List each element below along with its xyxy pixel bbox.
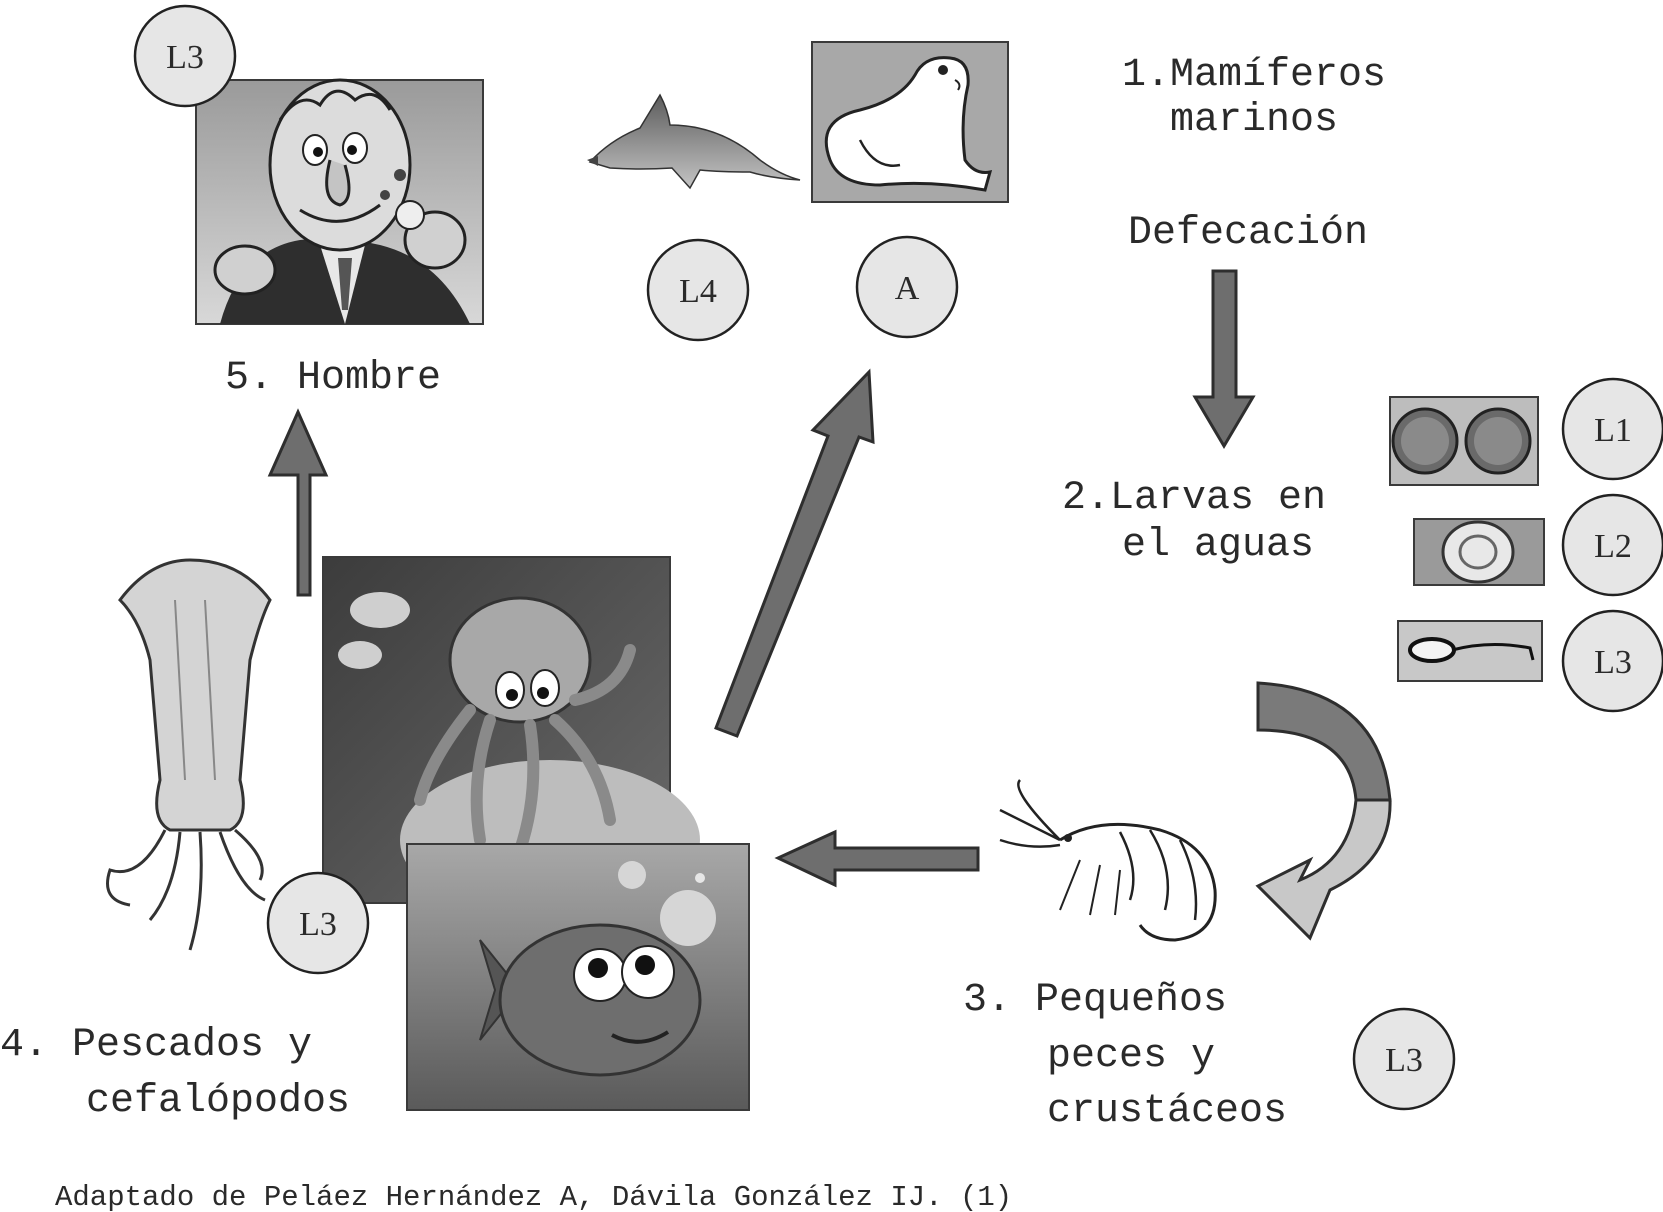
svg-text:peces y: peces y	[1047, 1034, 1215, 1079]
svg-text:1.Mamíferos: 1.Mamíferos	[1122, 53, 1386, 98]
svg-text:L3: L3	[166, 39, 204, 76]
label-fish: 4. Pescados y cefalópodos	[0, 1023, 350, 1124]
svg-text:L2: L2	[1594, 528, 1632, 565]
label-larvae: 2.Larvas en el aguas	[1062, 476, 1326, 568]
badge-hatching: L2	[1563, 495, 1663, 595]
svg-text:cefalópodos: cefalópodos	[86, 1079, 350, 1124]
svg-text:2.Larvas en: 2.Larvas en	[1062, 476, 1326, 521]
curved-arrow	[1258, 683, 1390, 938]
badge-dolphin: L4	[648, 240, 748, 340]
squid-icon	[108, 560, 271, 950]
fish-icon	[407, 844, 749, 1110]
svg-text:marinos: marinos	[1170, 98, 1338, 143]
label-mammals: 1.Mamíferos marinos	[1122, 53, 1386, 143]
arrow-to-fish	[778, 832, 978, 885]
man-eating-icon	[196, 80, 483, 324]
egg-icon	[1390, 397, 1538, 485]
label-crustaceans: 3. Pequeños peces y crustáceos	[963, 978, 1287, 1134]
svg-text:L3: L3	[1594, 644, 1632, 681]
svg-text:el aguas: el aguas	[1122, 523, 1314, 568]
badge-squid: L3	[268, 873, 368, 973]
svg-text:L4: L4	[679, 273, 717, 310]
badge-egg: L1	[1563, 379, 1663, 479]
svg-text:4. Pescados y: 4. Pescados y	[0, 1023, 312, 1068]
svg-text:crustáceos: crustáceos	[1047, 1089, 1287, 1134]
svg-text:L3: L3	[1385, 1042, 1423, 1079]
shrimp-icon	[1000, 780, 1215, 940]
svg-text:L1: L1	[1594, 412, 1632, 449]
label-defecation: Defecación	[1128, 211, 1368, 256]
badge-crustacean: L3	[1354, 1009, 1454, 1109]
badge-human: L3	[135, 6, 235, 106]
hatching-egg-icon	[1414, 519, 1544, 585]
svg-text:3. Pequeños: 3. Pequeños	[963, 978, 1227, 1023]
source-caption: Adaptado de Peláez Hernández A, Dávila G…	[55, 1181, 1012, 1212]
label-human: 5. Hombre	[225, 356, 441, 401]
badge-larva: L3	[1563, 611, 1663, 711]
seal-icon	[812, 42, 1008, 202]
badge-seal: A	[857, 237, 957, 337]
defecation-arrow	[1195, 271, 1253, 446]
larva-icon	[1398, 621, 1542, 681]
arrow-to-human	[270, 412, 326, 595]
svg-text:A: A	[895, 270, 920, 307]
svg-text:L3: L3	[299, 906, 337, 943]
dolphin-icon	[587, 95, 800, 188]
arrow-to-mammals	[716, 372, 873, 736]
